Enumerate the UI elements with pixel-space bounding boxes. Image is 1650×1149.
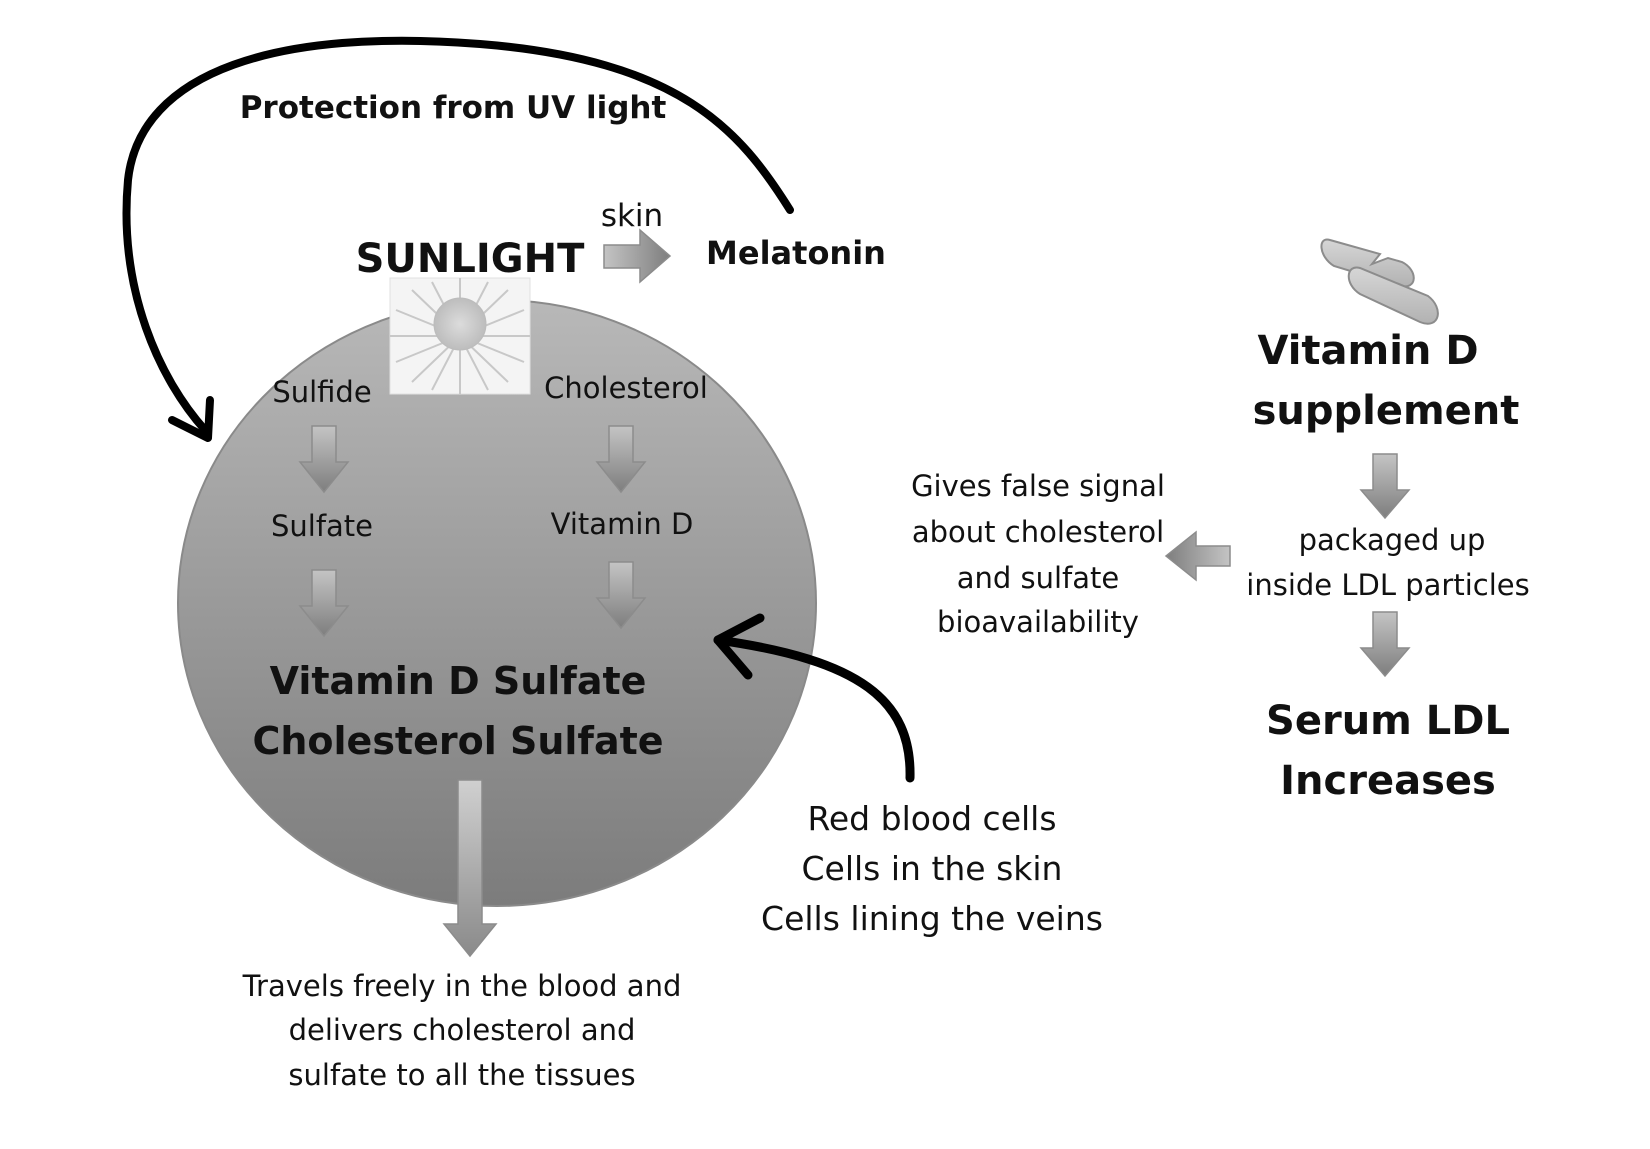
cholesterol-to-vitamin-d-arrow bbox=[595, 425, 647, 494]
serum-line-1: Serum LDL bbox=[1266, 698, 1510, 744]
travels-line-3: sulfate to all the tissues bbox=[288, 1058, 635, 1092]
packaged-line-1: packaged up bbox=[1299, 523, 1486, 557]
protection-curved-arrow bbox=[122, 36, 794, 434]
melatonin-label: Melatonin bbox=[706, 234, 886, 272]
protection-label: Protection from UV light bbox=[240, 90, 667, 126]
vitamin-d-to-product-arrow bbox=[595, 561, 647, 630]
travels-arrow bbox=[442, 779, 498, 958]
packaged-to-serum-arrow bbox=[1359, 611, 1411, 678]
skin-label: skin bbox=[601, 198, 663, 234]
cells-line-3: Cells lining the veins bbox=[761, 899, 1103, 938]
packaged-to-false-signal-arrow bbox=[1164, 530, 1231, 582]
sun-icon bbox=[389, 277, 531, 395]
travels-line-2: delivers cholesterol and bbox=[289, 1013, 636, 1047]
cells-line-2: Cells in the skin bbox=[802, 849, 1063, 888]
packaged-line-2: inside LDL particles bbox=[1246, 568, 1529, 602]
travels-line-1: Travels freely in the blood and bbox=[242, 969, 682, 1003]
supplement-line-1: Vitamin D bbox=[1257, 328, 1478, 374]
sunlight-to-melatonin-arrow bbox=[603, 228, 672, 284]
vitamin-d-label: Vitamin D bbox=[551, 507, 694, 541]
false-signal-line-3: and sulfate bbox=[957, 561, 1120, 595]
protection-arrowhead bbox=[168, 396, 214, 442]
false-signal-line-2: about cholesterol bbox=[912, 515, 1164, 549]
false-signal-line-4: bioavailability bbox=[937, 605, 1139, 639]
sulfide-to-sulfate-arrow bbox=[298, 425, 350, 494]
sulfate-label: Sulfate bbox=[271, 509, 373, 543]
false-signal-line-1: Gives false signal bbox=[911, 469, 1165, 503]
cholesterol-label: Cholesterol bbox=[544, 371, 708, 405]
cells-line-1: Red blood cells bbox=[807, 799, 1056, 838]
product-line-1: Vitamin D Sulfate bbox=[270, 659, 647, 703]
cells-curved-arrow bbox=[713, 635, 915, 783]
product-line-2: Cholesterol Sulfate bbox=[252, 719, 663, 763]
supplement-line-2: supplement bbox=[1253, 388, 1520, 434]
pill-icon bbox=[1320, 238, 1439, 325]
supplement-to-packaged-arrow bbox=[1359, 453, 1411, 520]
cells-arrowhead bbox=[713, 613, 765, 680]
sulfate-to-product-arrow bbox=[298, 569, 350, 638]
serum-line-2: Increases bbox=[1280, 758, 1496, 804]
sulfide-label: Sulfide bbox=[272, 375, 371, 409]
sunlight-label: SUNLIGHT bbox=[356, 236, 585, 282]
